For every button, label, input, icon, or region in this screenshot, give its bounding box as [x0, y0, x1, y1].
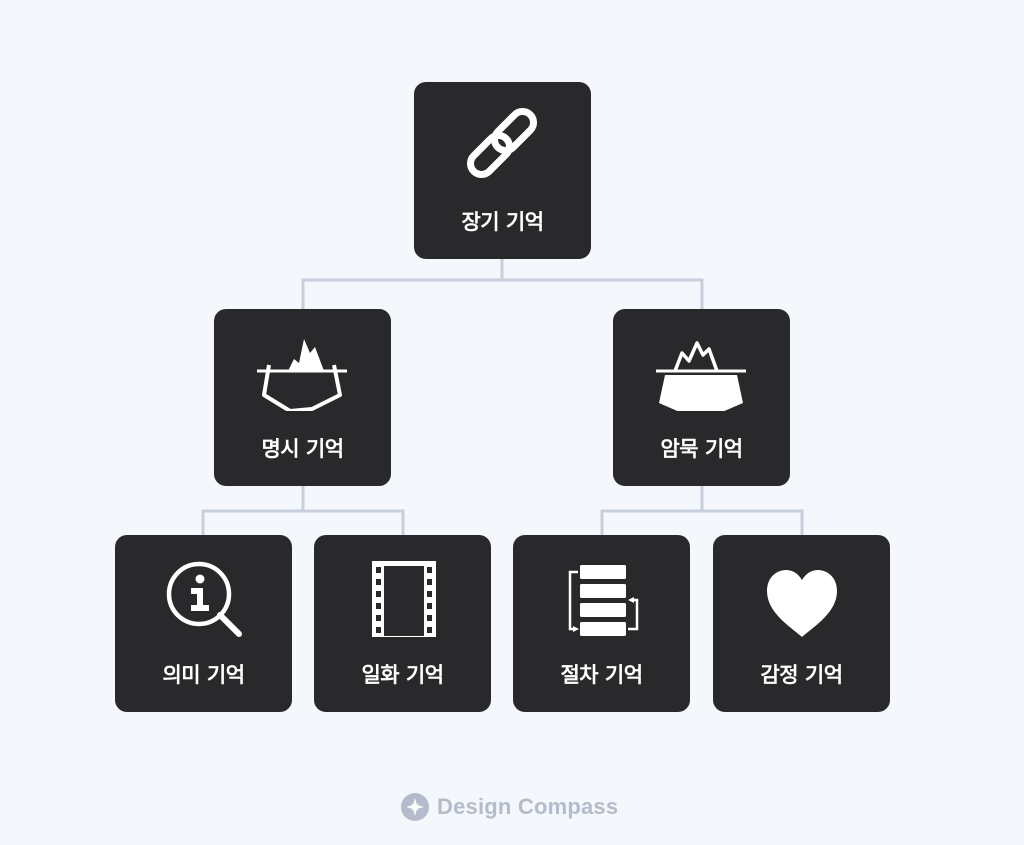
process-steps-icon — [551, 557, 651, 637]
node-label: 절차 기억 — [560, 663, 643, 687]
node-label: 일화 기억 — [361, 663, 444, 687]
node-implicit-memory: 암묵 기억 — [613, 309, 790, 486]
info-magnifier-icon — [153, 557, 253, 637]
heart-icon — [751, 557, 851, 637]
film-strip-icon — [352, 557, 452, 637]
node-label: 감정 기억 — [760, 663, 843, 687]
brand-footer: Design Compass — [401, 792, 618, 822]
connector-explicit-to-children — [201, 486, 405, 535]
node-episodic-memory: 일화 기억 — [314, 535, 491, 712]
node-emotional-memory: 감정 기억 — [713, 535, 890, 712]
node-long-term-memory: 장기 기억 — [414, 82, 591, 259]
connector-implicit-to-children — [600, 486, 804, 535]
iceberg-filled-icon — [651, 331, 751, 411]
compass-star-icon — [401, 793, 429, 821]
brand-name: Design Compass — [437, 794, 619, 819]
iceberg-outline-icon — [252, 331, 352, 411]
node-semantic-memory: 의미 기억 — [115, 535, 292, 712]
node-label: 암묵 기억 — [660, 437, 743, 461]
node-procedural-memory: 절차 기억 — [513, 535, 690, 712]
link-chain-icon — [452, 104, 552, 184]
node-explicit-memory: 명시 기억 — [214, 309, 391, 486]
node-label: 명시 기억 — [261, 437, 344, 461]
node-label: 의미 기억 — [162, 663, 245, 687]
node-label: 장기 기억 — [461, 210, 544, 234]
connector-root-to-branches — [301, 259, 704, 309]
